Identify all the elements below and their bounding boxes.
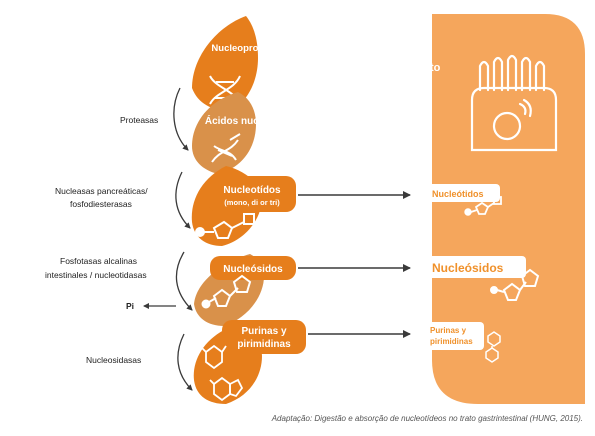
- enzyme-label-nucleasas-2: fosfodiesterasas: [70, 199, 132, 209]
- step-label-purinas-2: pirimidinas: [237, 339, 291, 350]
- step-band-nucleosidos: [210, 256, 296, 280]
- step-label-nucleoproteina: Nucleoproteína: [211, 43, 281, 54]
- dna-strand-icon: [211, 133, 241, 163]
- figure-caption: Adaptação: Digestão e absorção de nucleo…: [271, 414, 583, 423]
- step-shape-acidos: [192, 92, 256, 174]
- panel-title-enterocito: Enterocito: [386, 62, 441, 74]
- step-label-nucleotidos: Nucleotídos: [223, 185, 281, 196]
- enzyme-label-fosfotasas-2: intestinales / nucleotidasas: [45, 270, 147, 280]
- step-label-nucleosidos: Nucleósidos: [223, 264, 283, 275]
- panel-label-purinas-1: Purinas y: [430, 326, 467, 335]
- pi-label: Pi: [126, 301, 134, 311]
- panel-chip-nucleotidos: [422, 184, 500, 202]
- enzyme-label-fosfotasas-1: Fosfotasas alcalinas: [60, 256, 137, 266]
- nucleotide-icon: [195, 213, 255, 239]
- step-shape-nucleoproteina: [192, 16, 258, 112]
- step-band-nucleotidos: [208, 176, 296, 212]
- step-label-acidos: Ácidos nucléicos: [205, 114, 288, 127]
- step-label-purinas-1: Purinas y: [241, 326, 286, 337]
- panel-label-nucleotidos: Nucleótidos: [432, 189, 484, 199]
- enterocyte-panel: [432, 14, 585, 404]
- step-band-purinas: [222, 320, 306, 354]
- panel-label-nucleosidos: Nucleósidos: [432, 261, 504, 275]
- process-arrows: [173, 87, 193, 391]
- panel-nucleotide-icon: [464, 196, 502, 216]
- enzyme-label-proteasas: Proteasas: [120, 115, 158, 125]
- nucleoside-icon: [201, 274, 252, 309]
- purine-pyrimidine-icon: [201, 344, 244, 402]
- panel-nucleoside-icon: [490, 268, 540, 301]
- transport-arrows: [298, 191, 411, 338]
- enzyme-label-nucleasas-1: Nucleasas pancreáticas/: [55, 186, 148, 196]
- panel-chip-nucleosidos: [424, 256, 526, 278]
- panel-base-icon: [485, 331, 501, 363]
- enzyme-label-nucleosidasas: Nucleosidasas: [86, 355, 141, 365]
- step-label-nucleotidos-sub: (mono, di or tri): [224, 198, 280, 207]
- enterocyte-cell-icon: [470, 54, 558, 152]
- panel-chip-purinas: [424, 322, 484, 350]
- panel-label-purinas-2: pirimidinas: [430, 337, 473, 346]
